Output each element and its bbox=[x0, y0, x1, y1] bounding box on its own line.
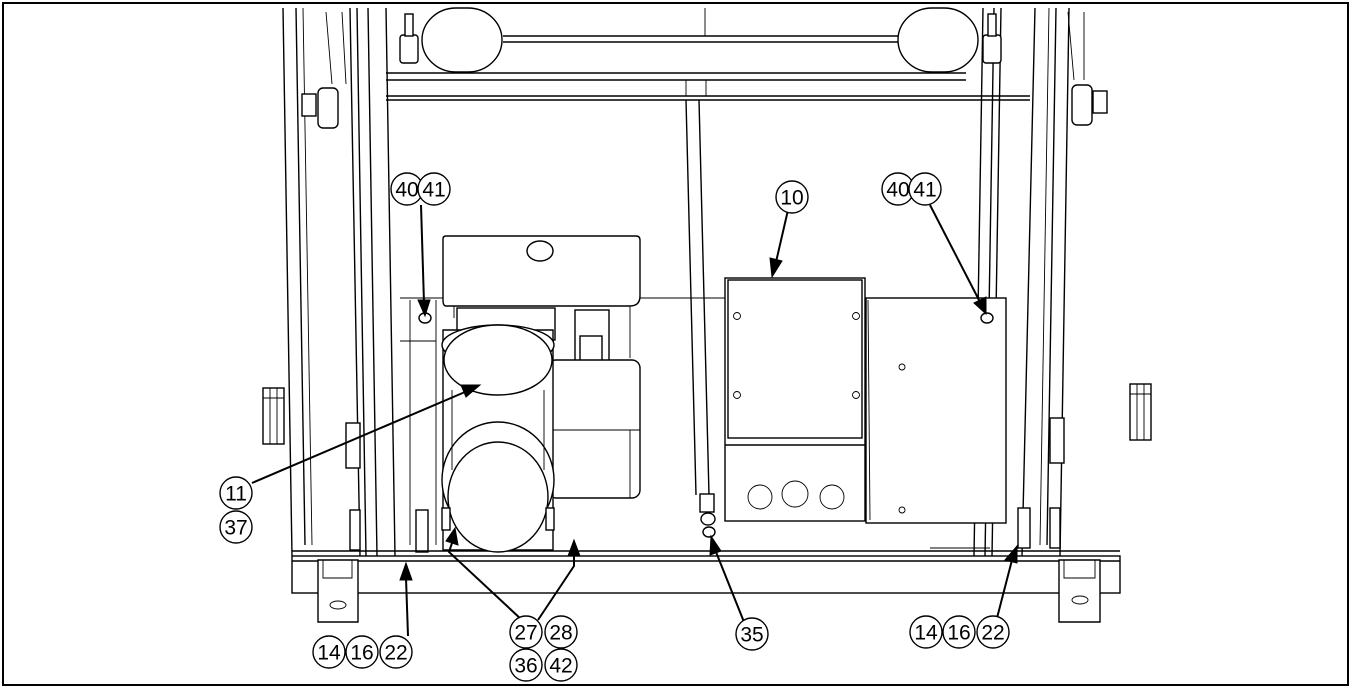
callout-35: 35 bbox=[735, 617, 769, 651]
callout-circle bbox=[908, 172, 942, 206]
control-box bbox=[724, 277, 1007, 524]
left-hex-nut bbox=[262, 387, 285, 445]
callout-label: 16 bbox=[947, 622, 970, 645]
callout-label: 36 bbox=[514, 655, 537, 678]
callout-circle bbox=[417, 172, 451, 206]
callout-22: 22 bbox=[976, 615, 1010, 649]
frame bbox=[262, 7, 1152, 623]
callout-40: 40 bbox=[881, 172, 915, 206]
callout-circle bbox=[509, 615, 543, 649]
callout-16: 16 bbox=[345, 635, 379, 669]
callout-label: 37 bbox=[224, 517, 247, 540]
callout-circle bbox=[509, 648, 543, 682]
callout-label: 14 bbox=[914, 622, 938, 645]
callout-14: 14 bbox=[909, 615, 943, 649]
callout-11: 11 bbox=[219, 476, 253, 510]
callout-label: 16 bbox=[350, 642, 373, 665]
callout-circle bbox=[345, 635, 379, 669]
callout-circle bbox=[976, 615, 1010, 649]
callout-label: 40 bbox=[886, 179, 909, 202]
callout-circle bbox=[544, 648, 578, 682]
callout-41: 41 bbox=[417, 172, 451, 206]
callout-circle bbox=[775, 180, 809, 214]
callout-label: 22 bbox=[981, 622, 1004, 645]
callout-circle bbox=[735, 617, 769, 651]
callout-28: 28 bbox=[544, 615, 578, 649]
callout-16: 16 bbox=[942, 615, 976, 649]
callout-41: 41 bbox=[908, 172, 942, 206]
motor bbox=[409, 235, 641, 553]
callout-label: 14 bbox=[317, 642, 341, 665]
callout-label: 35 bbox=[740, 624, 763, 647]
right-top-roller bbox=[897, 7, 1002, 73]
callout-27: 27 bbox=[509, 615, 543, 649]
callout-36: 36 bbox=[509, 648, 543, 682]
right-hex-nut bbox=[1129, 383, 1152, 441]
callout-label: 40 bbox=[395, 179, 418, 202]
callout-label: 41 bbox=[422, 179, 445, 202]
callout-circle bbox=[379, 635, 413, 669]
callout-circle bbox=[942, 615, 976, 649]
callout-label: 22 bbox=[384, 642, 407, 665]
callout-label: 41 bbox=[913, 179, 936, 202]
callout-label: 27 bbox=[514, 622, 537, 645]
callout-10: 10 bbox=[775, 180, 809, 214]
callout-circle bbox=[312, 635, 346, 669]
callout-circle bbox=[219, 510, 253, 544]
callout-37: 37 bbox=[219, 510, 253, 544]
callout-42: 42 bbox=[544, 648, 578, 682]
callout-label: 10 bbox=[780, 187, 803, 210]
callout-label: 28 bbox=[549, 622, 572, 645]
callout-label: 42 bbox=[549, 655, 572, 678]
right-side-roller bbox=[1067, 11, 1108, 126]
callout-circle bbox=[219, 476, 253, 510]
callout-circle bbox=[544, 615, 578, 649]
callout-label: 11 bbox=[225, 483, 247, 506]
left-top-roller bbox=[399, 7, 503, 73]
callout-14: 14 bbox=[312, 635, 346, 669]
leader-lines bbox=[251, 204, 1018, 637]
callout-circle bbox=[909, 615, 943, 649]
callout-22: 22 bbox=[379, 635, 413, 669]
fitting bbox=[699, 493, 716, 538]
left-side-roller bbox=[301, 11, 347, 129]
